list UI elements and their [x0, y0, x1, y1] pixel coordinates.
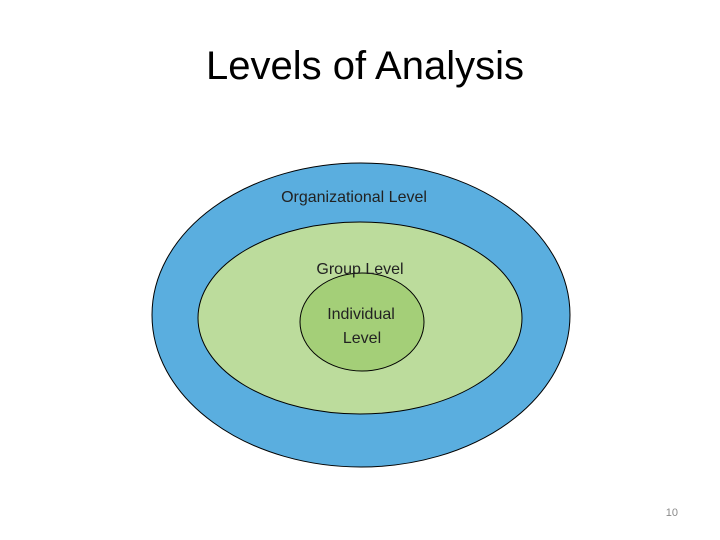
individual-level-ellipse — [299, 272, 425, 372]
group-level-label: Group Level — [316, 261, 403, 278]
organizational-level-label: Organizational Level — [281, 189, 427, 206]
page-number: 10 — [665, 507, 678, 519]
individual-level-label-line-1: Individual — [327, 306, 395, 323]
slide-title: Levels of Analysis — [206, 44, 524, 88]
individual-level-label-line-2: Level — [343, 330, 381, 347]
